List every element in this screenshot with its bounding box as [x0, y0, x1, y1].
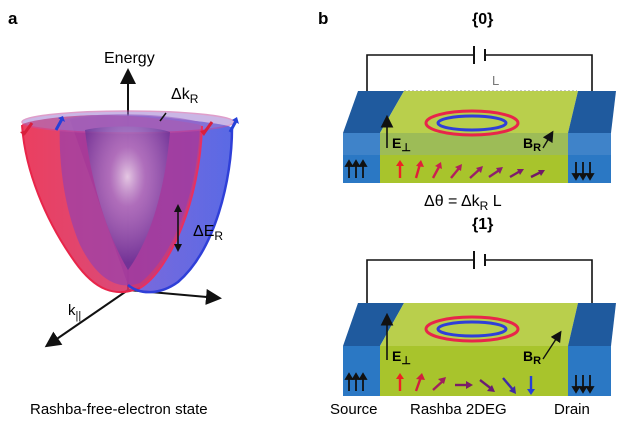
spin-arrow-left-blue [54, 118, 64, 131]
b-field-label-0: BR [523, 135, 541, 154]
blue-edge [127, 127, 234, 294]
spin-arrow-right-blue [228, 120, 238, 133]
channel-spins-1 [396, 373, 535, 395]
e-field-label-1: E⊥ [392, 348, 411, 367]
channel-1 [380, 346, 568, 396]
red-inner-edge [139, 125, 203, 289]
e-field-label-0: E⊥ [392, 135, 411, 154]
panel-a-label: a [8, 9, 18, 28]
spin-arrowhead-left-blue [58, 116, 65, 122]
caption-drain: Drain [554, 401, 590, 418]
length-label: L [492, 73, 499, 88]
dk-marker [159, 112, 167, 122]
drain-top-1 [568, 303, 616, 346]
de-label: ΔER [193, 223, 223, 243]
blue-orbit-0 [436, 114, 508, 132]
device-state-1: {1} E⊥ BR [343, 216, 616, 396]
b-field-label-1: BR [523, 348, 541, 367]
b-field-arrow-1 [542, 330, 562, 360]
caption-source: Source [330, 401, 378, 418]
spin-arrowhead-left-red [20, 130, 28, 136]
phase-equation: Δθ = ΔkR L [424, 193, 502, 213]
drain-top [568, 91, 616, 133]
red-edge [21, 124, 141, 294]
panel-a-caption: Rashba-free-electron state [30, 401, 208, 418]
state-1-label: {1} [472, 216, 493, 233]
source-spins-0 [344, 159, 368, 178]
blue-orbit-1 [436, 320, 508, 338]
drain-spins-1 [571, 375, 595, 394]
source-spins-1 [344, 372, 368, 391]
source-top [343, 91, 404, 133]
red-orbit-1 [424, 315, 520, 343]
red-orbit-0 [424, 109, 520, 137]
caption-channel: Rashba 2DEG [410, 401, 507, 418]
panel-b-label: b [318, 9, 328, 28]
rashba-paraboloid [20, 110, 239, 294]
spin-arrowhead-right-blue [232, 117, 239, 124]
k-axis-line [44, 289, 129, 348]
inner-glow [85, 126, 170, 271]
spin-arrowhead-right-red [200, 129, 208, 136]
de-marker [174, 204, 182, 252]
drain-spins-0 [571, 162, 595, 181]
state-0-label: {0} [472, 11, 493, 28]
energy-axis-label: Energy [104, 50, 155, 67]
k-axis-label: k|| [68, 302, 81, 322]
device-state-0: {0} L E⊥ BR [343, 11, 616, 183]
dk-label: ΔkR [171, 86, 199, 106]
channel-spins-0 [396, 160, 545, 179]
b-field-arrow-0 [542, 130, 554, 149]
